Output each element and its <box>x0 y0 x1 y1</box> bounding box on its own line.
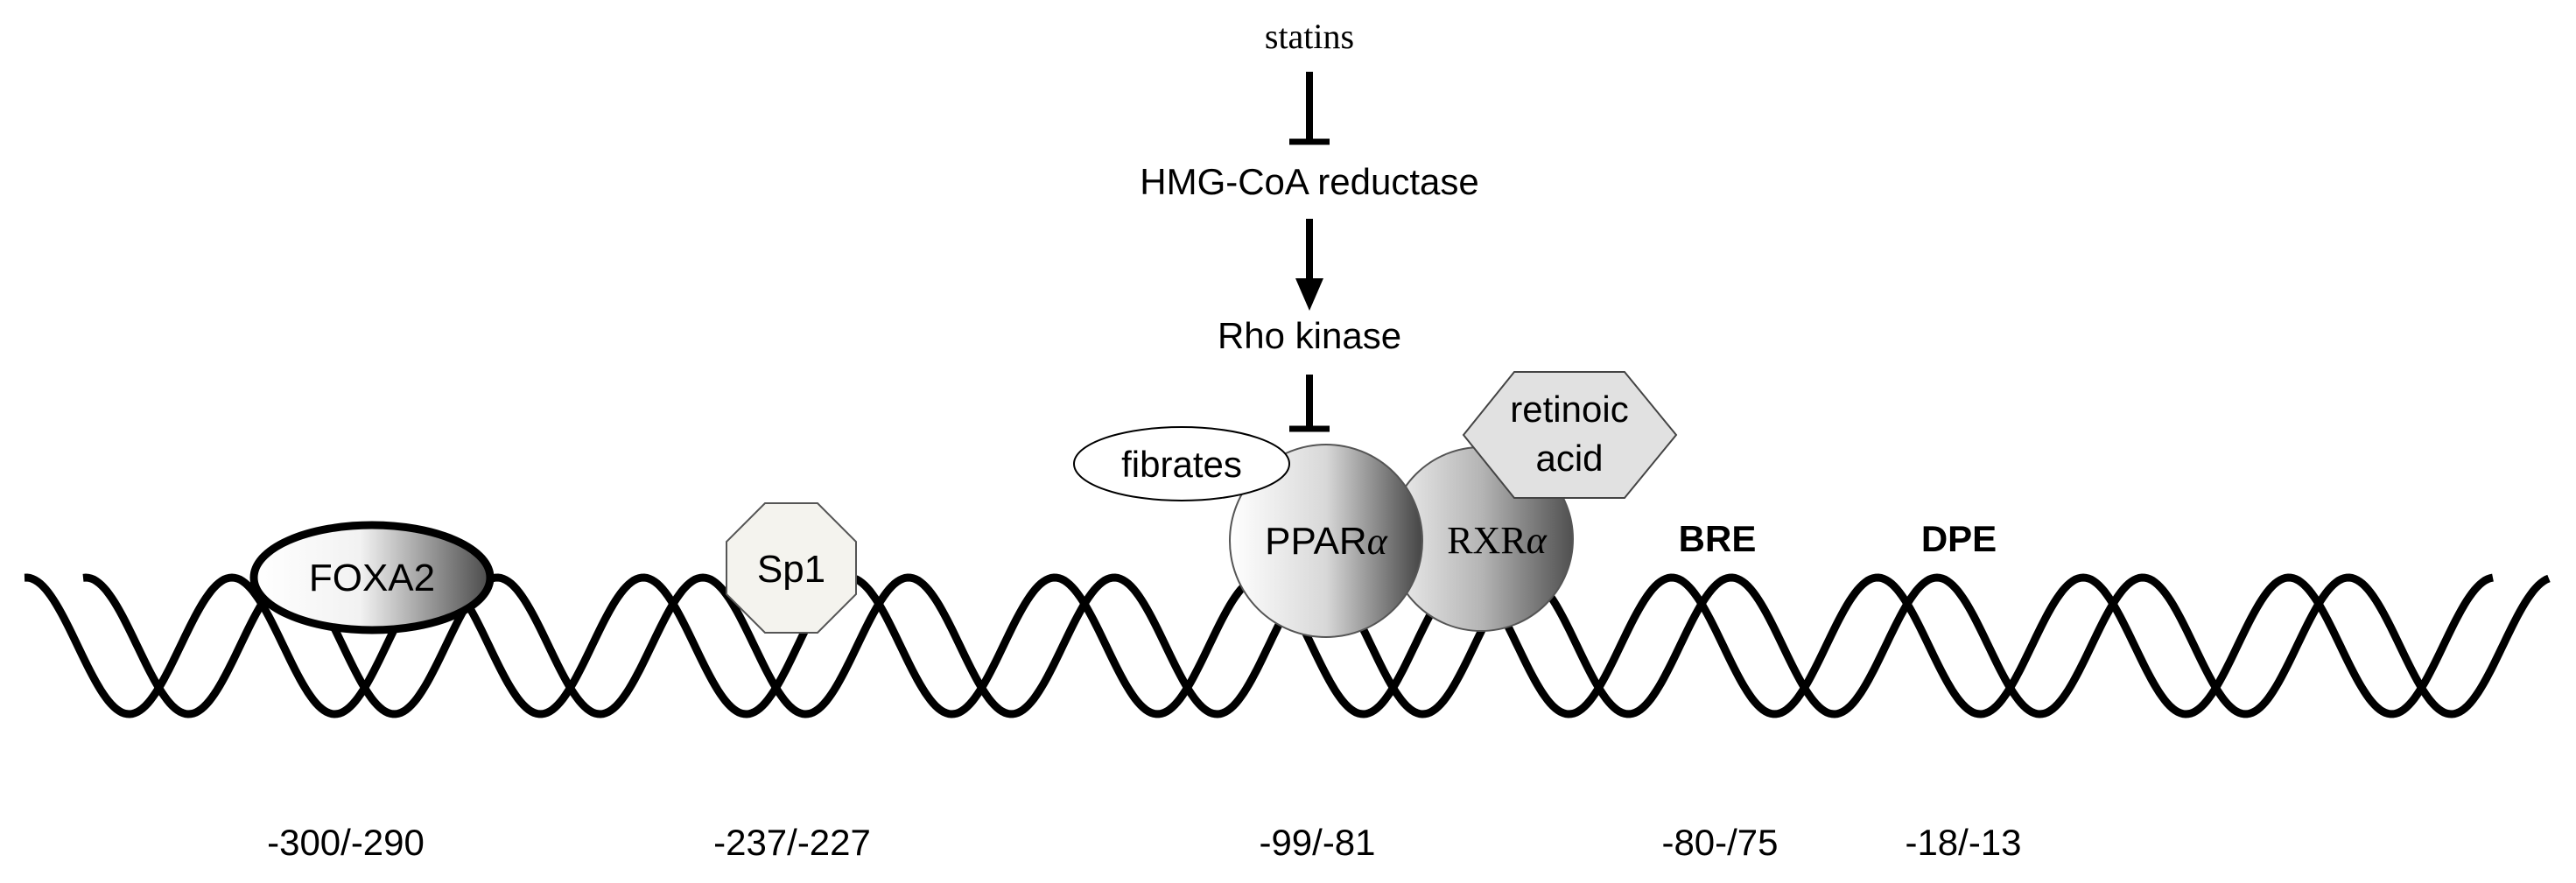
retinoic-acid-label-line1: retinoic <box>1510 389 1628 430</box>
signaling-pathway: statins HMG-CoA reductase Rho kinase <box>1140 17 1479 432</box>
foxa2-label: FOXA2 <box>309 557 435 599</box>
ppar-alpha-factor: PPARα <box>1229 444 1423 638</box>
position-label: -237/-227 <box>713 822 871 863</box>
retinoic-acid-label-line2: acid <box>1535 438 1603 479</box>
bre-label: BRE <box>1679 518 1757 559</box>
position-label: -18/-13 <box>1905 822 2021 863</box>
hmg-coa-reductase-label: HMG-CoA reductase <box>1140 161 1478 202</box>
position-label: -300/-290 <box>267 822 425 863</box>
retinoic-acid-hexagon <box>1462 371 1678 499</box>
activation-arrowhead <box>1295 278 1323 311</box>
ppar-alpha-symbol: α <box>1367 520 1388 563</box>
rxr-base-text: RXR <box>1447 519 1527 562</box>
dpe-label: DPE <box>1921 518 1997 559</box>
statins-label: statins <box>1265 17 1354 56</box>
ppar-alpha-label: PPARα <box>1265 520 1388 563</box>
position-labels: -300/-290 -237/-227 -99/-81 -80-/75 -18/… <box>267 822 2021 863</box>
foxa2-ellipse <box>249 521 495 634</box>
ppar-alpha-circle <box>1229 444 1423 638</box>
retinoic-acid-ligand: retinoic acid <box>1462 371 1678 499</box>
sp1-factor: Sp1 <box>726 502 857 634</box>
rho-kinase-label: Rho kinase <box>1218 315 1401 356</box>
ppar-base-text: PPAR <box>1265 520 1367 563</box>
fibrates-ligand: fibrates <box>1073 426 1290 501</box>
position-label: -99/-81 <box>1259 822 1375 863</box>
rxr-alpha-label: RXRα <box>1447 519 1547 562</box>
fibrates-ellipse <box>1073 426 1290 501</box>
sp1-label: Sp1 <box>757 548 825 591</box>
position-label: -80-/75 <box>1661 822 1778 863</box>
rxr-alpha-symbol: α <box>1527 519 1548 562</box>
sp1-octagon <box>726 502 857 634</box>
foxa2-factor: FOXA2 <box>249 521 495 634</box>
fibrates-label: fibrates <box>1121 444 1242 485</box>
